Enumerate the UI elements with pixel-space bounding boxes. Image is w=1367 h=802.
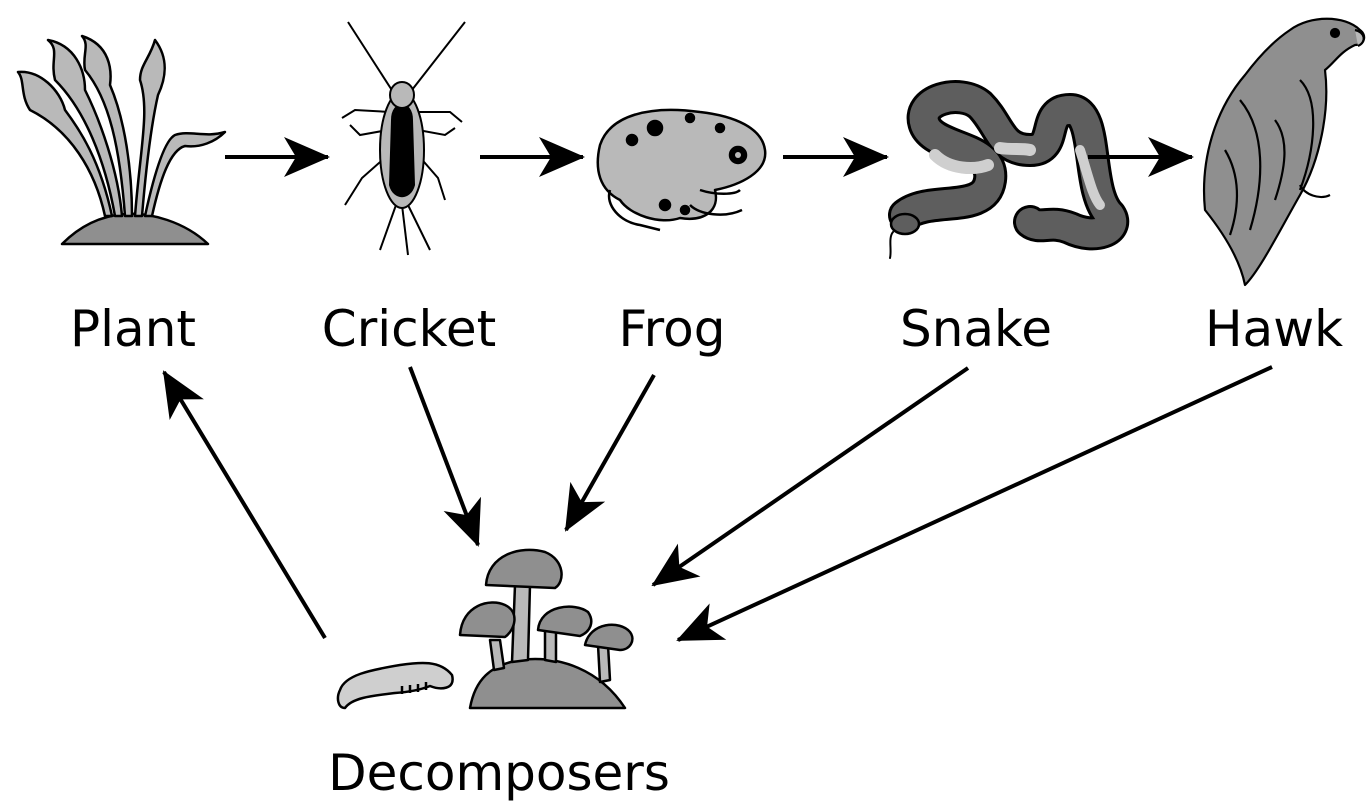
arrow-cricket-to-decomposers — [410, 367, 478, 545]
plant-icon — [18, 36, 225, 244]
frog-icon — [598, 110, 765, 230]
hawk-icon — [1204, 19, 1364, 285]
snake-icon — [890, 97, 1112, 258]
label-decomposers: Decomposers — [328, 748, 670, 798]
label-plant: Plant — [70, 304, 196, 354]
mushroom-icon — [460, 550, 632, 708]
label-frog: Frog — [619, 304, 726, 354]
worm-icon — [338, 663, 453, 708]
arrow-hawk-to-decomposers — [678, 367, 1272, 640]
label-cricket: Cricket — [322, 304, 496, 354]
label-snake: Snake — [900, 304, 1052, 354]
arrow-frog-to-decomposers — [566, 375, 654, 530]
decomposer-arrows — [164, 367, 1272, 640]
cricket-icon — [342, 22, 465, 255]
arrow-snake-to-decomposers — [653, 368, 968, 585]
label-hawk: Hawk — [1205, 304, 1343, 354]
arrow-decomposers-to-plant — [164, 372, 325, 638]
